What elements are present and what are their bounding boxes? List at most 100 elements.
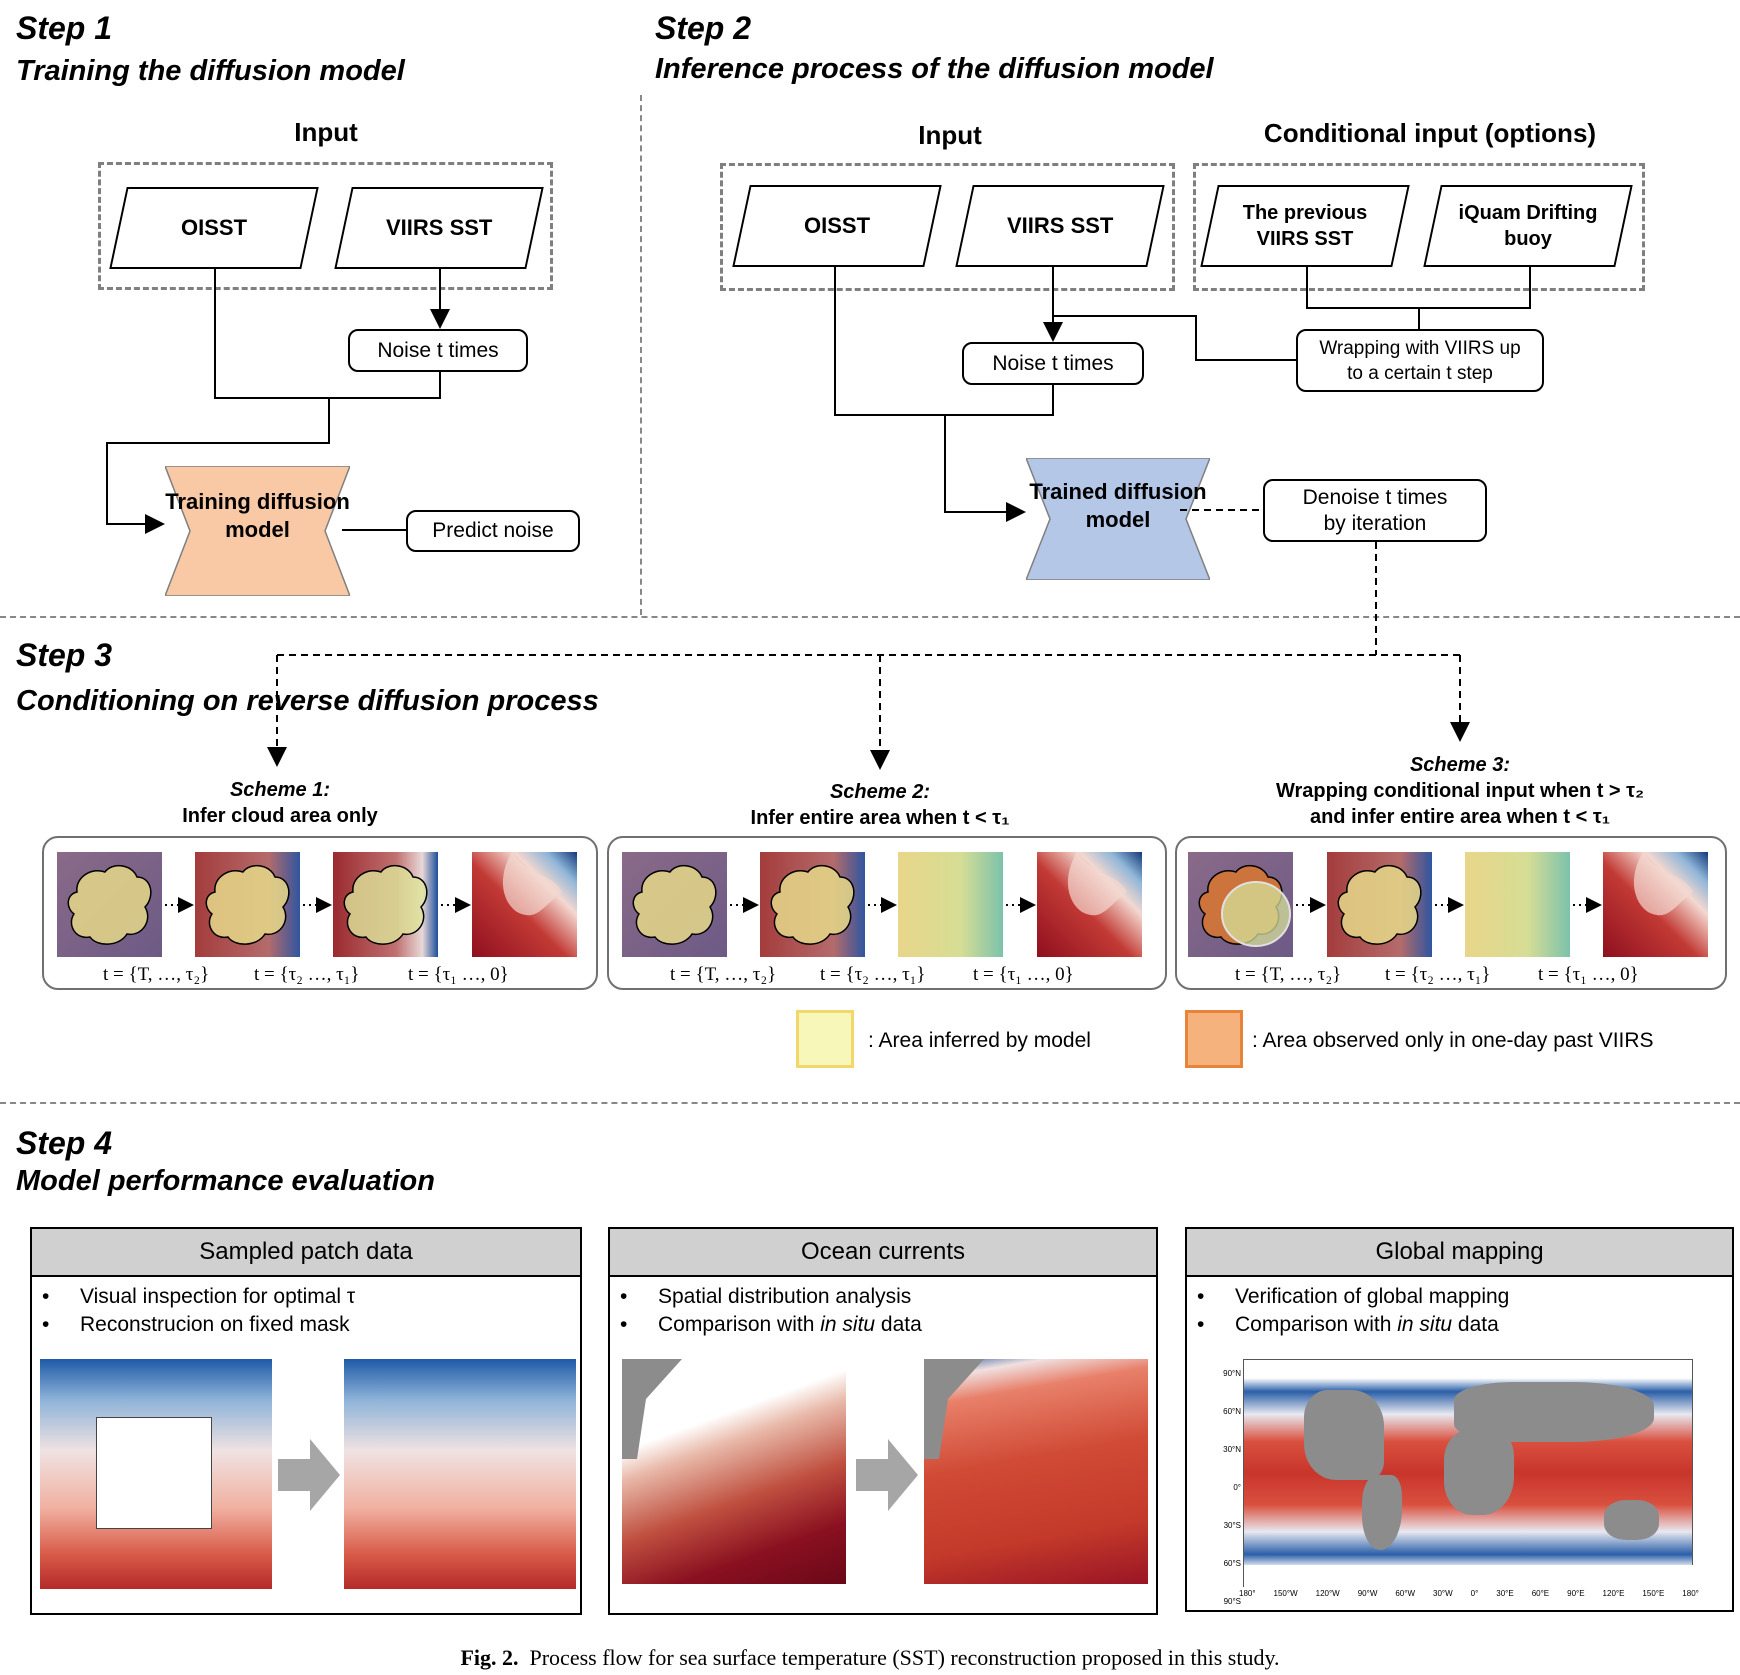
scheme2-panel (607, 836, 1167, 990)
scheme2-t-label-2: t = {τ₂ …, τ₁} (820, 964, 926, 985)
scheme2-thumb-1 (622, 852, 727, 957)
legend-observed-label: : Area observed only in one-day past VII… (1252, 1029, 1654, 1052)
step2-trained-model-label: Trained diffusion model (1029, 479, 1207, 532)
eval-global-map (1243, 1359, 1694, 1587)
eval-sampled-mask (96, 1417, 212, 1529)
step2-trained-model-node: Trained diffusion model (1024, 457, 1212, 581)
step3-title: Step 3 (16, 637, 113, 673)
eval-currents-image-insitu (622, 1359, 846, 1584)
step2-input-group (720, 163, 1175, 291)
scheme3-desc1: Wrapping conditional input when t > τ₂ (1276, 780, 1644, 802)
scheme3-thumb-1 (1188, 852, 1293, 957)
scheme2-title: Scheme 2: Infer entire area when t < τ₁ (700, 779, 1060, 831)
step1-input-group (98, 162, 553, 290)
figure-caption: Fig. 2. Process flow for sea surface tem… (0, 1645, 1740, 1671)
scheme1-desc: Infer cloud area only (182, 805, 378, 827)
step2-wrap-label: Wrapping with VIIRS up to a certain t st… (1319, 337, 1521, 384)
map-south-america (1362, 1475, 1402, 1550)
scheme3-t-label-2: t = {τ₂ …, τ₁} (1385, 964, 1491, 985)
scheme2-t-label-1: t = {T, …, τ₂} (670, 964, 777, 985)
scheme3-t-label-3: t = {τ₁ …, 0} (1538, 964, 1639, 985)
step2-noise-node: Noise t times (962, 342, 1144, 385)
step1-predict-node: Predict noise (406, 510, 580, 552)
step1-input-label: Input (294, 117, 358, 147)
scheme3-panel (1175, 836, 1727, 990)
eval-global-bullet-2: Comparison with in situ data (1187, 1311, 1732, 1339)
scheme3-thumb-4 (1603, 852, 1708, 957)
eval-currents-bullet-1: Spatial distribution analysis (610, 1283, 1156, 1311)
scheme1-title: Scheme 1: Infer cloud area only (100, 777, 460, 829)
scheme2-thumb-3 (898, 852, 1003, 957)
step1-noise-label: Noise t times (377, 338, 499, 362)
step2-cond-group (1193, 163, 1645, 291)
legend-inferred-swatch (796, 1010, 854, 1068)
eval-sampled-arrow-icon (278, 1439, 340, 1511)
eval-box-global: Global mapping Verification of global ma… (1185, 1227, 1734, 1612)
eval-currents-land-1 (622, 1359, 682, 1459)
scheme1-thumb-3 (333, 852, 438, 957)
scheme3-thumb-3 (1465, 852, 1570, 957)
map-antarctica (1244, 1565, 1694, 1587)
eval-sampled-header: Sampled patch data (32, 1229, 580, 1277)
caption-label: Fig. 2. (460, 1645, 519, 1670)
caption-text: Process flow for sea surface temperature… (529, 1645, 1280, 1670)
step4-title: Step 4 (16, 1125, 113, 1161)
step2-wrap-node: Wrapping with VIIRS up to a certain t st… (1296, 329, 1544, 392)
step2-denoise-label: Denoise t times by iteration (1302, 485, 1448, 535)
step2-denoise-node: Denoise t times by iteration (1263, 479, 1487, 542)
eval-currents-bullets: Spatial distribution analysis Comparison… (610, 1283, 1156, 1339)
step2-input-label: Input (918, 120, 982, 150)
map-africa (1444, 1430, 1514, 1515)
scheme1-thumb-2 (195, 852, 300, 957)
scheme1-t-label-1: t = {T, …, τ₂} (103, 964, 210, 985)
map-north-america (1304, 1390, 1384, 1480)
scheme3-desc2: and infer entire area when t < τ₁ (1309, 806, 1611, 828)
step1-noise-node: Noise t times (348, 329, 528, 372)
step4-subtitle: Model performance evaluation (16, 1165, 435, 1197)
legend-inferred-label: : Area inferred by model (868, 1029, 1091, 1052)
scheme3-name: Scheme 3: (1409, 754, 1511, 776)
step1-training-model-label: Training diffusion model (165, 489, 350, 542)
scheme1-name: Scheme 1: (229, 779, 331, 801)
eval-global-bullet-1: Verification of global mapping (1187, 1283, 1732, 1311)
thumb-arrows (165, 897, 1602, 913)
step1-training-model-node: Training diffusion model (163, 465, 352, 597)
eval-sampled-bullet-1: Visual inspection for optimal τ (32, 1283, 580, 1311)
step2-title: Step 2 (655, 10, 752, 46)
eval-sampled-bullets: Visual inspection for optimal τ Reconstr… (32, 1283, 580, 1339)
eval-global-bullets: Verification of global mapping Compariso… (1187, 1283, 1732, 1339)
step1-predict-label: Predict noise (432, 519, 554, 542)
scheme1-t-label-3: t = {τ₁ …, 0} (408, 964, 509, 985)
eval-currents-arrow-icon (856, 1439, 918, 1511)
step2-noise-label: Noise t times (992, 351, 1114, 375)
scheme3-t-label-1: t = {T, …, τ₂} (1235, 964, 1342, 985)
eval-sampled-image-reconstructed (344, 1359, 576, 1589)
scheme1-thumb-4 (472, 852, 577, 957)
step1-title: Step 1 (16, 10, 113, 46)
step3-step4-divider (0, 1102, 1740, 1104)
legend-observed-swatch (1185, 1010, 1243, 1068)
scheme2-t-label-3: t = {τ₁ …, 0} (973, 964, 1074, 985)
scheme3-title: Scheme 3: Wrapping conditional input whe… (1200, 752, 1720, 830)
step1-subtitle: Training the diffusion model (16, 55, 405, 87)
scheme1-t-label-2: t = {τ₂ …, τ₁} (254, 964, 360, 985)
eval-sampled-image-masked (40, 1359, 272, 1589)
map-eurasia (1454, 1382, 1654, 1442)
scheme2-thumb-4 (1037, 852, 1142, 957)
step1-step2-divider (640, 95, 642, 615)
eval-currents-header: Ocean currents (610, 1229, 1156, 1277)
flow-connectors (106, 267, 1531, 770)
step2-subtitle: Inference process of the diffusion model (655, 53, 1214, 85)
eval-currents-bullet-2: Comparison with in situ data (610, 1311, 1156, 1339)
scheme2-desc: Infer entire area when t < τ₁ (750, 807, 1010, 829)
eval-currents-land-2 (924, 1359, 984, 1459)
scheme2-thumb-2 (760, 852, 865, 957)
eval-sampled-bullet-2: Reconstrucion on fixed mask (32, 1311, 580, 1339)
scheme1-thumb-1 (57, 852, 162, 957)
scheme1-panel (42, 836, 598, 990)
step3-subtitle: Conditioning on reverse diffusion proces… (16, 685, 599, 717)
step2-step3-divider (0, 616, 1740, 618)
step2-cond-label: Conditional input (options) (1263, 118, 1597, 148)
